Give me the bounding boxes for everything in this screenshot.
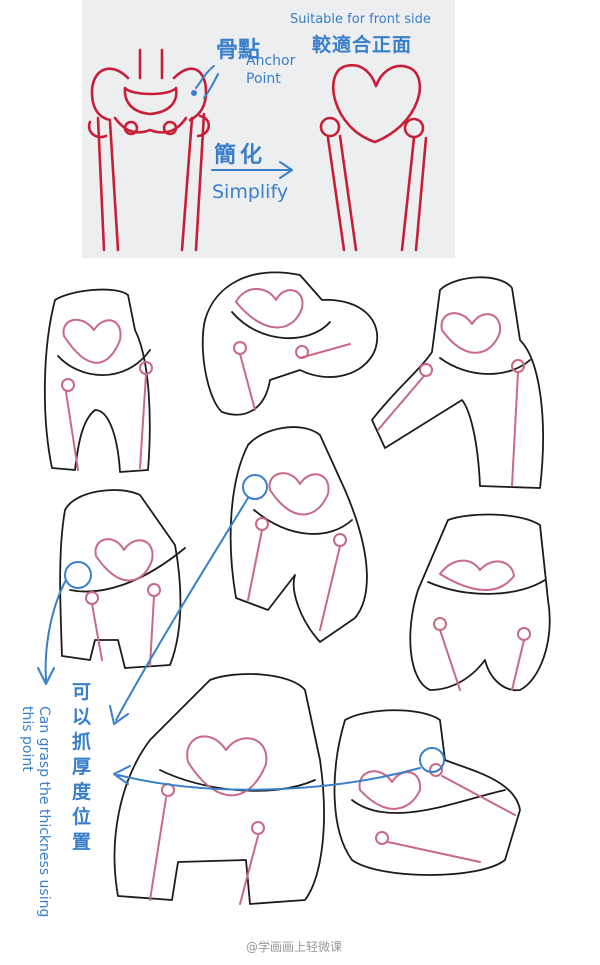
simplify-label-en: Simplify [212, 181, 289, 203]
sketch-2 [201, 271, 379, 416]
reference-panel [82, 0, 455, 258]
anchor-point-pointer [203, 73, 219, 99]
thickness-annotations [37, 474, 445, 791]
sketch-8 [333, 709, 521, 876]
thickness-label-en: Can grasp the thickness using this point [19, 706, 52, 918]
pelvis-skeleton [87, 48, 215, 252]
sketch-3 [371, 276, 544, 489]
suitable-front-label-en: Suitable for front side [290, 12, 431, 27]
watermark: @学画画上轻微课 [246, 940, 343, 954]
bone-point-label-cn: 骨點 [216, 38, 261, 63]
heart-simplified [211, 63, 428, 252]
sketch-7 [113, 673, 325, 905]
suitable-front-label-cn: 較適合正面 [312, 34, 413, 56]
sketch-5 [229, 426, 368, 643]
thickness-label-cn: 可以抓厚度位置 [72, 681, 92, 853]
sketch-4 [59, 489, 186, 669]
simplify-label-cn: 簡化 [214, 143, 267, 168]
sketch-1 [43, 288, 153, 473]
anchor-point-label-en: Anchor Point [246, 53, 296, 87]
sketch-6 [409, 513, 551, 692]
